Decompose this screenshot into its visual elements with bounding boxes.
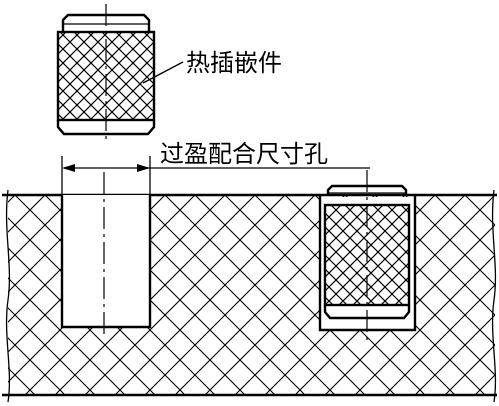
insert-label-leader xyxy=(142,61,184,84)
dimension-arrow-right xyxy=(137,164,150,172)
fit-hole-cavity xyxy=(62,195,150,327)
left-break-line xyxy=(5,189,11,403)
fit-hole-outline xyxy=(60,195,152,329)
hole-dimension xyxy=(61,156,370,195)
free-insert-chamfer xyxy=(56,120,156,136)
right-break-line xyxy=(491,189,497,403)
insert-label: 热插嵌件 xyxy=(186,49,282,77)
free-insert xyxy=(56,4,156,142)
hole-label: 过盈配合尺寸孔 xyxy=(160,140,328,168)
fit-hole xyxy=(60,172,152,334)
dimension-arrow-left xyxy=(62,164,75,172)
installed-insert xyxy=(318,170,417,340)
